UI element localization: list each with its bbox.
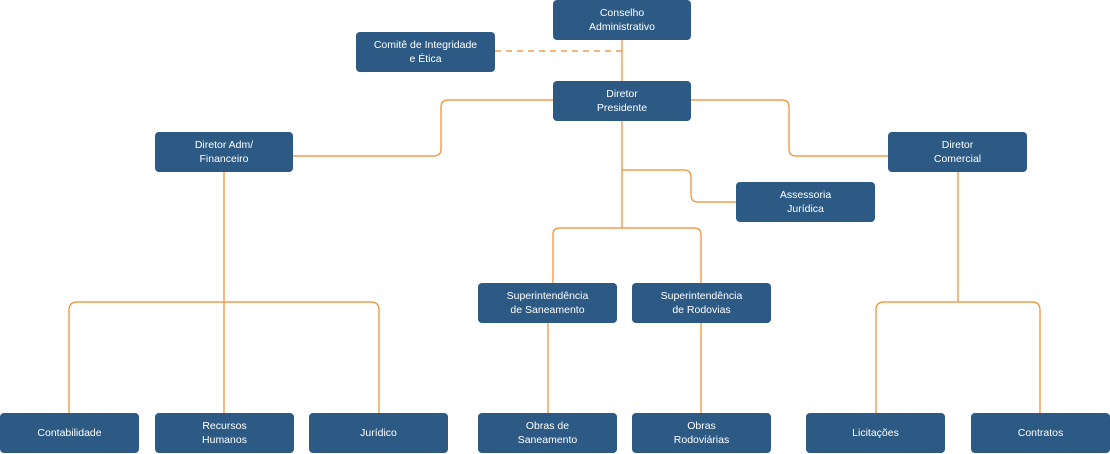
node-contabilidade: Contabilidade	[0, 413, 139, 453]
node-contratos: Contratos	[971, 413, 1110, 453]
node-label: Contratos	[1017, 427, 1064, 439]
node-label: Recursos	[202, 420, 247, 432]
node-superintendencia-saneamento: Superintendência de Saneamento	[478, 283, 617, 323]
node-label: Obras	[687, 420, 716, 432]
node-label: Comercial	[933, 153, 982, 165]
node-assessoria-juridica: Assessoria Jurídica	[736, 182, 875, 222]
node-diretor-adm-financeiro: Diretor Adm/ Financeiro	[155, 132, 293, 172]
node-label: Contabilidade	[37, 427, 102, 439]
node-label: Diretor	[606, 88, 638, 100]
node-licitacoes: Licitações	[806, 413, 945, 453]
node-label: Conselho	[599, 7, 645, 19]
node-diretor-comercial: Diretor Comercial	[888, 132, 1027, 172]
node-superintendencia-rodovias: Superintendência de Rodovias	[632, 283, 771, 323]
node-label: Diretor	[941, 139, 974, 151]
node-conselho-administrativo: Conselho Administrativo	[553, 0, 691, 40]
node-juridico: Jurídico	[309, 413, 448, 453]
node-label: Rodoviárias	[673, 434, 730, 446]
connector-comercial-split	[875, 301, 1041, 413]
node-label: de Rodovias	[672, 304, 731, 316]
node-recursos-humanos: Recursos Humanos	[155, 413, 294, 453]
connector-presidente-adm	[293, 99, 553, 157]
node-diretor-presidente: Diretor Presidente	[553, 81, 691, 121]
node-obras-rodoviarias: Obras Rodoviárias	[632, 413, 771, 453]
connector-assessoria	[622, 169, 736, 203]
node-label: Jurídico	[360, 427, 397, 439]
node-label: Diretor Adm/	[194, 139, 254, 151]
node-label: de Saneamento	[510, 304, 585, 316]
node-label: Superintendência	[506, 290, 589, 302]
node-label: Saneamento	[517, 434, 578, 446]
node-label: Superintendência	[660, 290, 743, 302]
node-label: Administrativo	[589, 21, 655, 33]
node-label: Presidente	[596, 102, 648, 114]
node-label: e Ética	[409, 53, 442, 65]
node-label: Assessoria	[779, 189, 832, 201]
node-label: Obras de	[525, 420, 570, 432]
connector-superintendencias	[552, 227, 702, 283]
node-label: Jurídica	[787, 203, 824, 215]
node-comite-integridade: Comitê de Integridade e Ética	[356, 32, 495, 72]
node-label: Licitações	[852, 427, 899, 439]
node-label: Financeiro	[199, 153, 249, 165]
node-obras-saneamento: Obras de Saneamento	[478, 413, 617, 453]
connector-adm-split	[68, 301, 380, 413]
node-label: Comitê de Integridade	[373, 39, 478, 51]
node-label: Humanos	[202, 434, 247, 446]
connector-presidente-comercial	[691, 99, 888, 157]
